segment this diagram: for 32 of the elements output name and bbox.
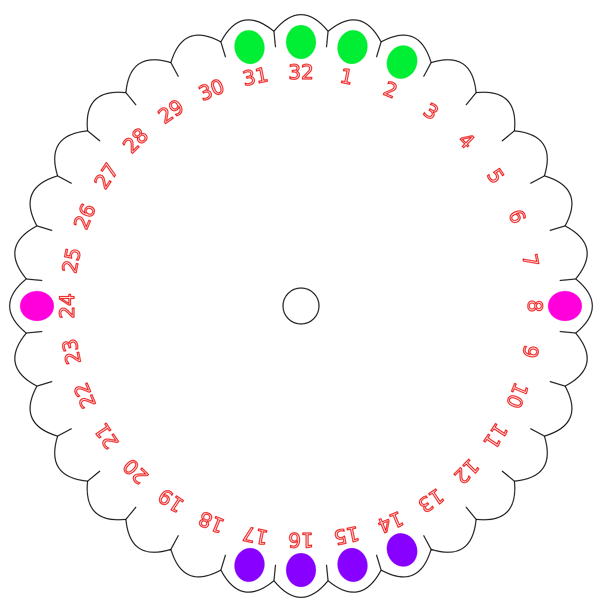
slot-number: 15 (332, 521, 362, 550)
slot-number: 13 (414, 484, 448, 518)
slot-number: 31 (240, 62, 270, 91)
slot-number: 12 (448, 454, 484, 489)
slot-number: 26 (68, 200, 101, 233)
slot-number: 9 (518, 343, 544, 360)
slot-number: 16 (288, 528, 314, 552)
slot-number: 19 (154, 484, 188, 518)
slot-number: 4 (453, 128, 480, 154)
slot-number: 30 (195, 74, 228, 106)
slot-number: 25 (57, 246, 86, 276)
slot-number: 8 (523, 300, 547, 312)
slot-number: 29 (154, 94, 188, 128)
slot-number: 24 (55, 293, 79, 319)
slot-number: 2 (380, 76, 402, 104)
slot-number: 21 (89, 418, 124, 454)
slot-number: 5 (482, 164, 510, 188)
slot-number: 27 (89, 158, 124, 194)
slot-number: 32 (288, 60, 314, 84)
slot-number: 28 (118, 123, 154, 158)
slot-number: 1 (338, 63, 356, 90)
slot-number: 3 (419, 98, 443, 125)
slot-number: 23 (57, 336, 86, 366)
slot-number: 14 (374, 506, 407, 538)
slot-number: 20 (118, 454, 154, 489)
slot-number: 17 (240, 521, 270, 550)
slot-number: 7 (518, 252, 544, 269)
slot-number: 10 (501, 379, 534, 412)
slot-number: 18 (195, 506, 228, 538)
slot-number: 6 (504, 206, 531, 227)
slot-number: 11 (478, 418, 513, 454)
slot-number: 22 (68, 379, 101, 412)
